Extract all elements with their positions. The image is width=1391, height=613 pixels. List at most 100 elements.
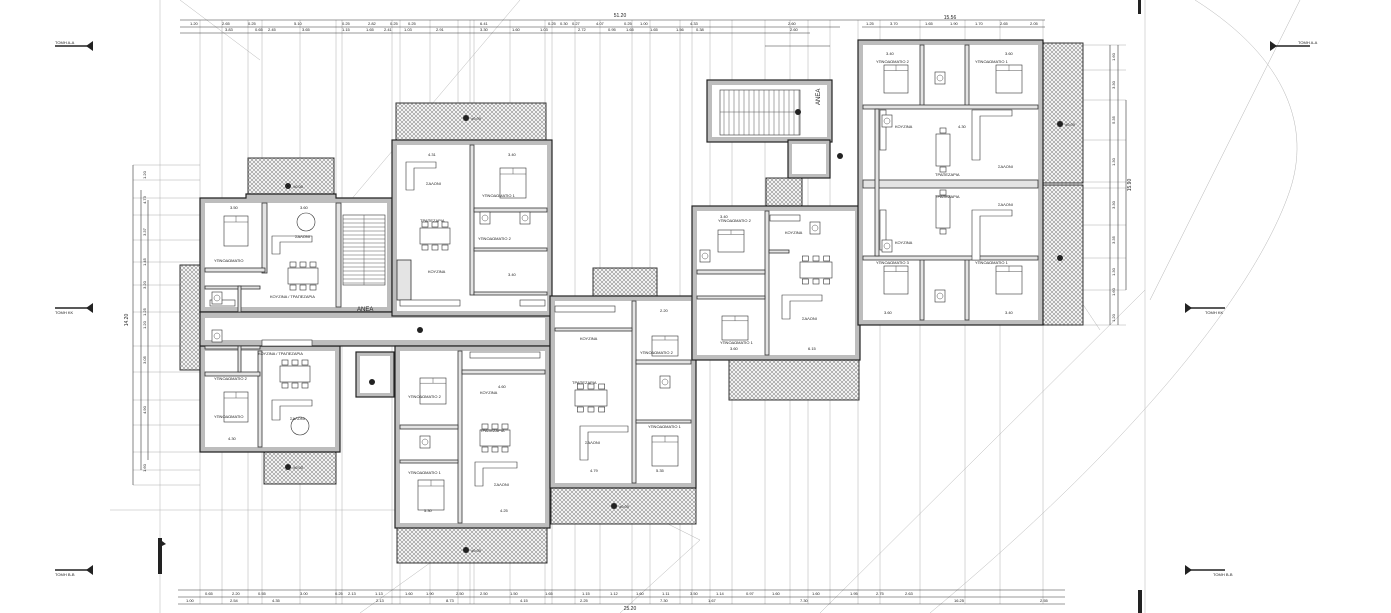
- svg-text:TOMH B-B: TOMH B-B: [55, 572, 75, 577]
- dimension-text: 5.35: [1111, 115, 1116, 124]
- dining-table: [287, 261, 319, 291]
- furniture: [209, 64, 1023, 511]
- room-label: ΤΡΑΠΕΖΑΡΙΑ: [480, 428, 505, 433]
- dimension-text: 1.60: [405, 591, 414, 596]
- kitchen-counter: [879, 109, 887, 151]
- room-label: ΥΠΝΟΔΩΜΑΤΙΟ 1: [975, 59, 1009, 64]
- round-rug: [290, 416, 310, 436]
- stair-label-right: ΑΝΕΑ: [816, 89, 822, 105]
- room-label: ΚΟΥΖΙΝΑ / ΤΡΑΠΕΖΑΡΙΑ: [270, 294, 315, 299]
- room-label: ΣΑΛΟΝΙ: [998, 202, 1013, 207]
- bathroom-fixture: [479, 211, 491, 225]
- dimension-text: 7.30: [660, 598, 669, 603]
- room-dimension: 2.20: [660, 308, 669, 313]
- dimension-text: 0.25: [248, 21, 257, 26]
- dimension-text: 1.60: [512, 27, 521, 32]
- dining-table: [479, 423, 511, 453]
- level-mark: ±0.00: [293, 465, 304, 470]
- sofa: [579, 425, 629, 461]
- bed: [417, 479, 445, 511]
- left-total-dimension: 14.20: [124, 314, 130, 327]
- dimension-text: 2.65: [1000, 21, 1009, 26]
- room-label: ΥΠΝΟΔΩΜΑΤΙΟ 1: [975, 260, 1009, 265]
- bathroom-fixture: [699, 249, 711, 263]
- kitchen-counter: [769, 214, 801, 222]
- bed: [883, 265, 909, 295]
- room-label: ΥΠΝΟΔΩΜΑΤΙΟ 2: [718, 218, 752, 223]
- kitchen-counter: [209, 299, 236, 307]
- bathroom-fixture: [809, 221, 821, 235]
- dimension-text: 0.25: [390, 21, 399, 26]
- bottom-total-dimension: 25.20: [624, 606, 637, 612]
- dimension-text: 5.10: [294, 21, 303, 26]
- room-label: ΥΠΝΟΔΩΜΑΤΙΟ 2: [478, 236, 512, 241]
- dimension-text: 2.25: [580, 598, 589, 603]
- bed: [223, 391, 249, 423]
- dimension-text: 3.30: [1111, 200, 1116, 209]
- bathroom-fixture: [934, 71, 946, 85]
- sofa: [405, 161, 437, 191]
- kitchen-counter: [399, 299, 461, 307]
- room-dimension: 4.79: [590, 468, 599, 473]
- dimension-text: 4.15: [520, 598, 529, 603]
- room-dimension: 3.60: [300, 205, 309, 210]
- dimension-text: 2.65: [222, 21, 231, 26]
- top-right-total-dimension: 15.56: [944, 15, 957, 21]
- room-label: ΤΡΑΠΕΖΑΡΙΑ: [935, 172, 960, 177]
- kitchen-counter: [261, 339, 313, 347]
- dimension-top: [180, 19, 1045, 47]
- dimension-text: 0.97: [746, 591, 755, 596]
- room-dimension: 4.30: [958, 124, 967, 129]
- dimension-text: 2.54: [230, 598, 239, 603]
- dimension-text: 3.37: [142, 227, 147, 236]
- room-dimension: 3.40: [886, 51, 895, 56]
- dimension-text: 3.30: [1111, 80, 1116, 89]
- dimension-text: 6.41: [480, 21, 489, 26]
- room-dimension: 3.50: [230, 205, 239, 210]
- dimension-text: 1.00: [186, 598, 195, 603]
- svg-text:TOMH A-A: TOMH A-A: [55, 40, 75, 45]
- dimension-text: 3.00: [300, 591, 309, 596]
- svg-text:TOMH B-B: TOMH B-B: [1213, 572, 1233, 577]
- room-labels: ΥΠΝΟΔΩΜΑΤΙΟ ΣΑΛΟΝΙ ΚΟΥΖΙΝΑ / ΤΡΑΠΕΖΑΡΙΑ …: [214, 59, 1013, 487]
- room-label: ΥΠΝΟΔΩΜΑΤΙΟ 2: [876, 59, 910, 64]
- room-label: ΤΡΑΠΕΖΑΡΙΑ: [935, 194, 960, 199]
- bathroom-fixture: [881, 239, 893, 253]
- dimension-text: 1.70: [975, 21, 984, 26]
- dimension-left: [132, 165, 149, 485]
- dimension-text: 1.60: [812, 591, 821, 596]
- dining-table: [574, 383, 608, 413]
- dimension-text: 1.60: [1111, 52, 1116, 61]
- room-label: ΤΡΑΠΕΖΑΡΙΑ: [420, 218, 445, 223]
- kitchen-counter: [469, 351, 541, 359]
- dining-table: [935, 127, 951, 173]
- room-label: ΚΟΥΖΙΝΑ: [895, 240, 913, 245]
- dimension-text: 1.25: [142, 307, 147, 316]
- dimension-text: 0.25: [342, 21, 351, 26]
- section-marker-left-mid: TOMH KK: [55, 303, 93, 315]
- left-dimension-column: 1.204.733.371.453.201.251.203.054.901.60: [142, 170, 147, 472]
- room-dimension: 5.30: [424, 508, 433, 513]
- dimension-text: 2.75: [876, 591, 885, 596]
- dimension-text: 0.25: [624, 21, 633, 26]
- dimension-right: [1109, 45, 1127, 325]
- dimension-text: 0.25: [335, 591, 344, 596]
- dimension-text: 0.27: [572, 21, 581, 26]
- dimension-text: 1.00: [640, 21, 649, 26]
- dimension-text: 1.15: [582, 591, 591, 596]
- dimension-text: 1.60: [142, 463, 147, 472]
- dimension-text: 2.50: [480, 591, 489, 596]
- svg-text:TOMH KK: TOMH KK: [55, 310, 73, 315]
- bed: [223, 215, 249, 247]
- dimension-text: 0.95: [608, 27, 617, 32]
- room-label: ΚΟΥΖΙΝΑ: [428, 269, 446, 274]
- room-label: ΚΟΥΖΙΝΑ: [480, 390, 498, 395]
- dimension-text: 1.56: [676, 27, 685, 32]
- dimension-text: 4.33: [690, 21, 699, 26]
- dimension-text: 2.91: [436, 27, 445, 32]
- dimension-text: 0.55: [258, 591, 267, 596]
- dimension-text: 3.35: [1111, 235, 1116, 244]
- dining-table: [799, 255, 833, 285]
